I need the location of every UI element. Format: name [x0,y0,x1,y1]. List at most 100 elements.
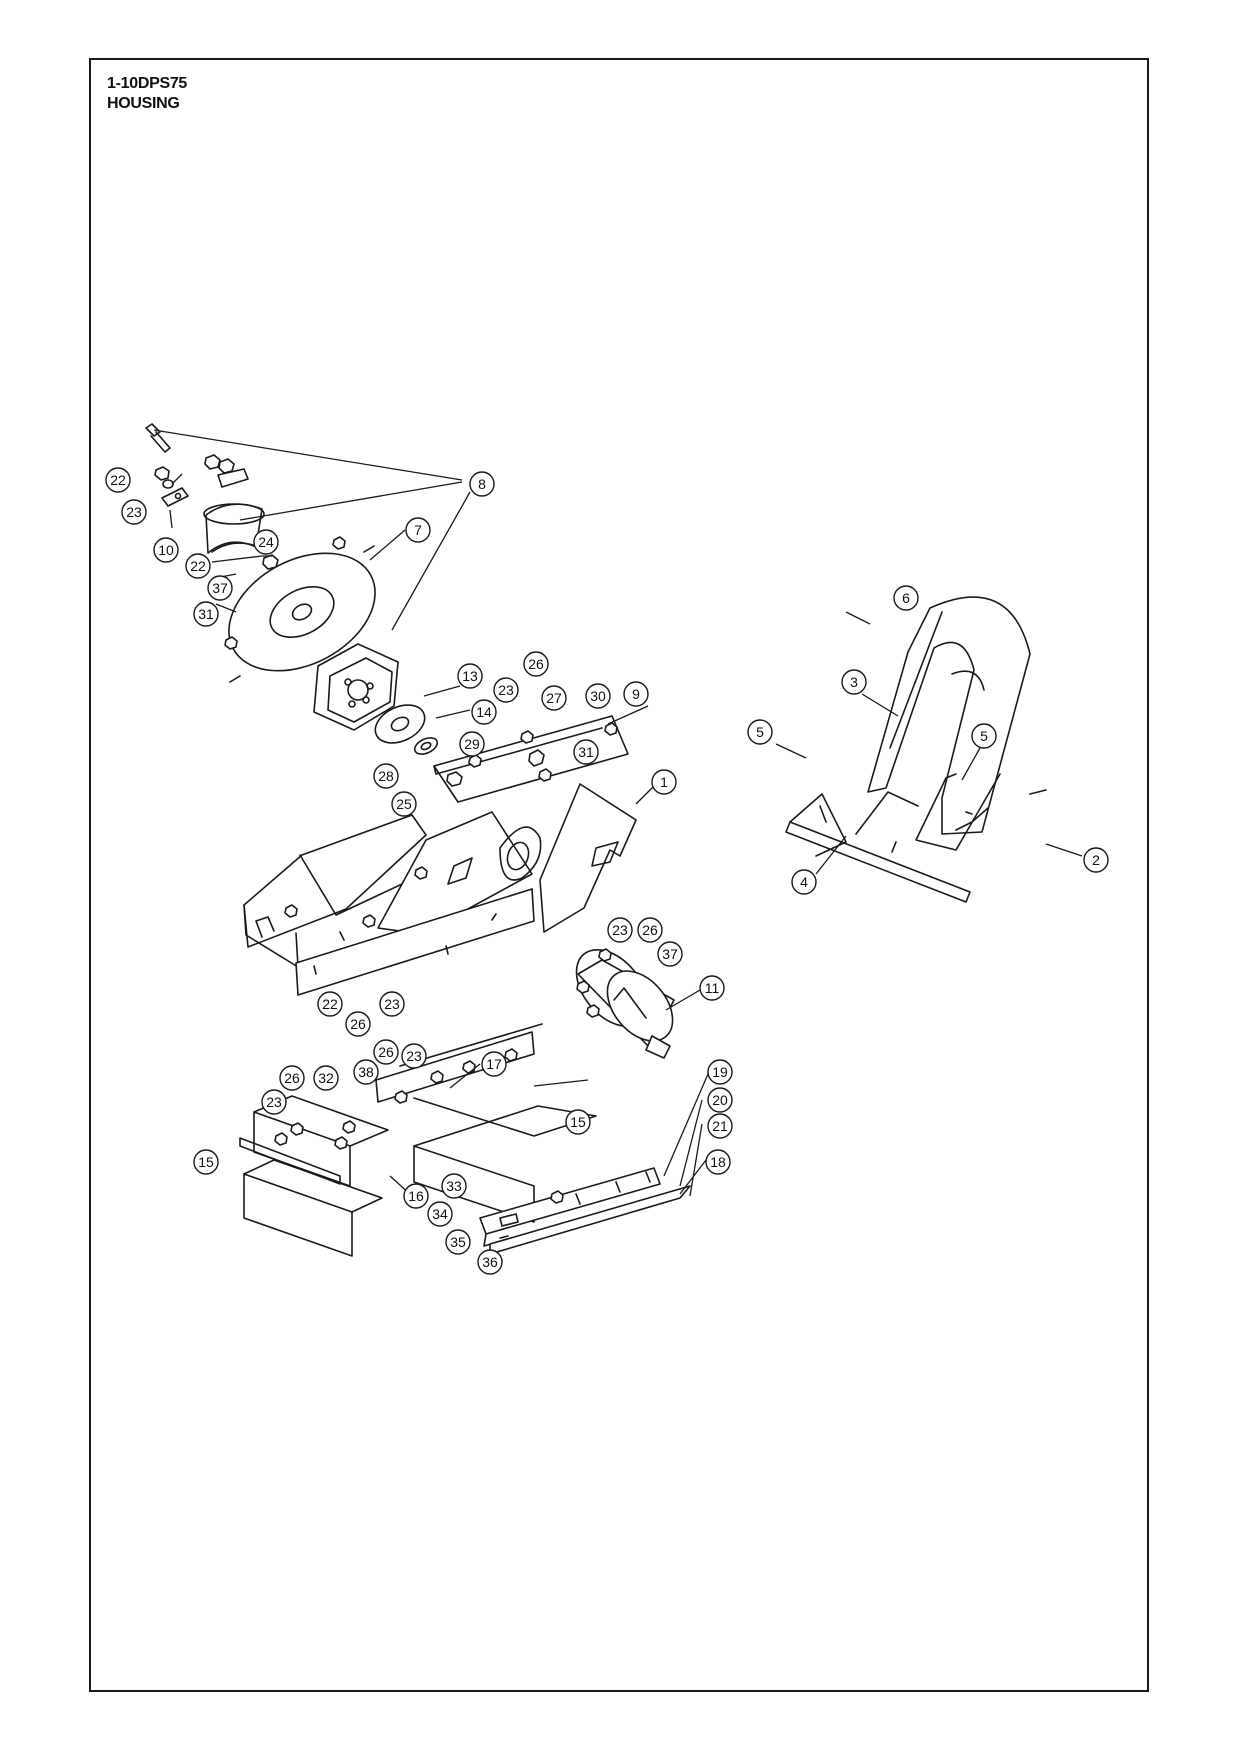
callout-number: 20 [712,1092,728,1108]
callout-26: 26 [637,917,663,943]
callout-number: 6 [902,590,910,606]
leader-11 [665,989,701,1011]
callout-20: 20 [707,1087,733,1113]
callout-circle [457,663,483,689]
callout-15: 15 [565,1109,591,1135]
callout-number: 26 [350,1016,366,1032]
callout-circle [253,529,279,555]
callout-35: 35 [445,1229,471,1255]
callout-number: 37 [662,946,678,962]
skid-rail-part [479,1167,691,1255]
callout-circle [405,517,431,543]
callout-34: 34 [427,1201,453,1227]
callout-26: 26 [523,651,549,677]
part-code: 1-10DPS75 [107,75,188,92]
leader-7 [369,529,406,561]
callout-19: 19 [707,1059,733,1085]
callout-number: 29 [464,736,480,752]
callout-circle [651,769,677,795]
callout-17: 17 [481,1051,507,1077]
callout-11: 11 [699,975,725,1001]
top-plate-part [433,715,629,803]
page-title: HOUSING [107,95,180,112]
callout-number: 23 [384,996,400,1012]
callout-circle [373,763,399,789]
callout-8: 8 [469,471,495,497]
clamp-part-10 [161,487,189,507]
callout-circle [893,585,919,611]
callout-4: 4 [791,869,817,895]
leader-17 [449,1063,481,1089]
callout-38: 38 [353,1059,379,1085]
callout-number: 23 [266,1094,282,1110]
leader-9 [607,705,649,725]
callout-circle [379,991,405,1017]
callout-circle [345,1011,371,1037]
callout-number: 31 [578,744,594,760]
callout-circle [493,677,519,703]
callout-27: 27 [541,685,567,711]
callout-circle [469,471,495,497]
leader-8b [239,481,463,521]
callout-25: 25 [391,791,417,817]
callout-circle [279,1065,305,1091]
washer-part [413,737,439,755]
callout-circle [585,683,611,709]
leader-small [169,473,183,529]
motor-part [575,948,675,1059]
callout-circle [105,467,131,493]
callout-37: 37 [207,575,233,601]
callout-number: 26 [642,922,658,938]
callout-30: 30 [585,683,611,709]
callout-number: 34 [432,1206,448,1222]
callout-23: 23 [401,1043,427,1069]
callout-29: 29 [459,731,485,757]
leader-15b [533,1079,589,1087]
callout-circle [153,537,179,563]
callout-number: 24 [258,534,274,550]
callout-circle [707,1059,733,1085]
callout-21: 21 [707,1113,733,1139]
callout-number: 13 [462,668,478,684]
callout-32: 32 [313,1065,339,1091]
callout-circle [637,917,663,943]
callout-number: 31 [198,606,214,622]
callout-circle [705,1149,731,1175]
callout-circle [427,1201,453,1227]
leader-13-14 [423,685,471,719]
bearing-flange-part [374,704,426,744]
callout-number: 7 [414,522,422,538]
callout-number: 23 [126,504,142,520]
callout-26: 26 [279,1065,305,1091]
callout-13: 13 [457,663,483,689]
small-nut-22 [154,466,174,489]
callout-23: 23 [379,991,405,1017]
callout-number: 37 [212,580,228,596]
callout-7: 7 [405,517,431,543]
callout-number: 5 [980,728,988,744]
callout-number: 10 [158,542,174,558]
callout-15: 15 [193,1149,219,1175]
callout-circle [481,1051,507,1077]
callout-number: 18 [710,1154,726,1170]
callout-circle [699,975,725,1001]
callout-number: 15 [570,1114,586,1130]
callout-number: 32 [318,1070,334,1086]
callout-circle [193,1149,219,1175]
callout-5: 5 [747,719,773,745]
callout-1: 1 [651,769,677,795]
callout-circle [573,739,599,765]
callout-22: 22 [105,467,131,493]
callout-number: 4 [800,874,808,890]
callout-circle [623,681,649,707]
page-border [89,58,1149,1692]
callout-31: 31 [573,739,599,765]
callout-circle [185,553,211,579]
callout-circle [261,1089,287,1115]
callout-circle [477,1249,503,1275]
callout-number: 23 [612,922,628,938]
callout-circle [403,1183,429,1209]
callout-number: 26 [528,656,544,672]
callout-number: 21 [712,1118,728,1134]
